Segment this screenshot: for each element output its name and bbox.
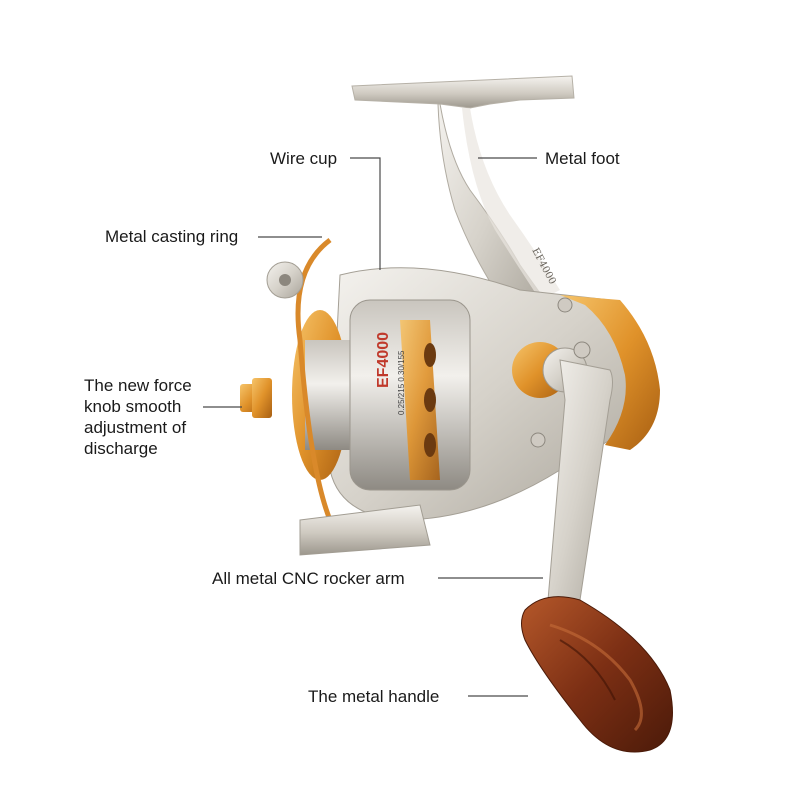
metal-foot-label: Metal foot <box>545 149 620 168</box>
drag-knob <box>240 378 272 418</box>
wire-cup-line <box>350 157 381 270</box>
spool-capacity-text: 0.25/215 0.30/155 <box>397 350 406 415</box>
metal-casting-ring-label: Metal casting ring <box>105 227 239 246</box>
metal-handle-label: The metal handle <box>308 687 440 706</box>
force-knob-label: The new force knob smooth adjustment of … <box>84 376 192 458</box>
metal-foot: EF4000 <box>351 75 575 321</box>
casting-ring <box>266 238 431 556</box>
callout-lines <box>203 157 543 697</box>
wire-cup-label: Wire cup <box>270 149 338 168</box>
spool: EF4000 0.25/215 0.30/155 <box>292 299 471 491</box>
spool-model-text: EF4000 <box>375 332 392 388</box>
metal-handle <box>521 596 673 753</box>
rocker-arm <box>512 341 613 611</box>
rocker-arm-label: All metal CNC rocker arm <box>212 569 405 588</box>
